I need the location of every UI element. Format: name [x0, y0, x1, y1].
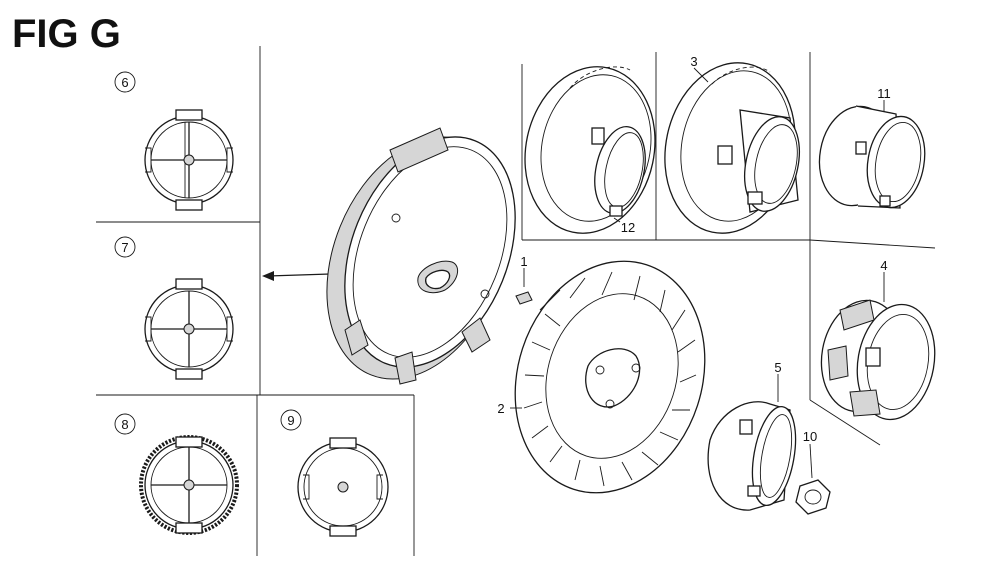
toothed-pulley-part-8 — [139, 435, 239, 535]
pulley-part-7 — [144, 278, 234, 380]
callout-1: 1 — [520, 254, 527, 269]
arrow-indicator — [262, 271, 331, 281]
callout-7: 7 — [114, 236, 136, 258]
callout-4: 4 — [880, 258, 887, 273]
callout-6: 6 — [114, 71, 136, 93]
pulley-part-6 — [144, 109, 234, 211]
callout-2: 2 — [497, 401, 504, 416]
frame-lines — [96, 46, 936, 556]
callout-5: 5 — [774, 360, 781, 375]
svg-text:8: 8 — [121, 417, 128, 432]
callout-12: 12 — [621, 220, 635, 235]
collar-part-5 — [707, 374, 797, 511]
ratchet-cup-part-4 — [820, 272, 936, 421]
cooling-fan-part-2 — [510, 260, 706, 494]
key-part-1 — [515, 268, 533, 305]
svg-text:7: 7 — [121, 240, 128, 255]
callout-8: 8 — [114, 413, 136, 435]
starter-cup-part-3 — [664, 62, 800, 234]
nut-part-10 — [795, 443, 831, 515]
svg-text:9: 9 — [287, 413, 294, 428]
sleeve-part-11 — [818, 100, 926, 209]
flywheel-rotor — [326, 127, 516, 385]
svg-text:6: 6 — [121, 75, 128, 90]
plate-part-9 — [297, 437, 389, 537]
callout-9: 9 — [280, 409, 302, 431]
callout-11: 11 — [877, 86, 891, 101]
callout-3: 3 — [690, 54, 697, 69]
callout-10: 10 — [803, 429, 817, 444]
starter-cup-part-12 — [524, 66, 656, 234]
figure-title: FIG G — [12, 12, 121, 56]
